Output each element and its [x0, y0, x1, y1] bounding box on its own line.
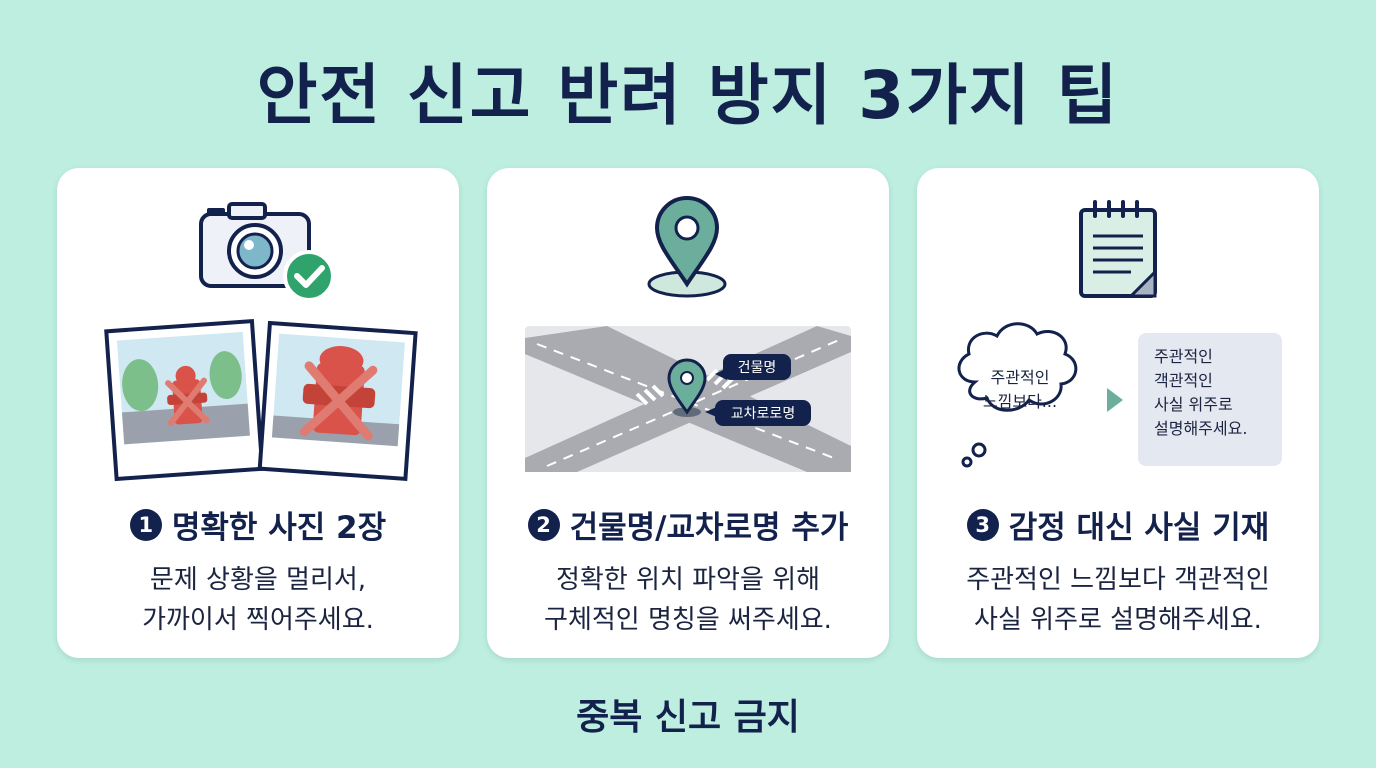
thought-bubble	[957, 322, 1078, 468]
location-pin-icon	[647, 196, 727, 298]
tip-1-title-text: 명확한 사진 2장	[171, 510, 387, 546]
tip-2-title-text: 건물명/교차로명 추가	[569, 510, 849, 546]
number-badge-3: 3	[966, 508, 999, 541]
number-badge-1: 1	[129, 508, 162, 541]
tip-2-desc-line-1: 정확한 위치 파악을 위해	[556, 565, 820, 595]
tip-2-desc-line-2: 구체적인 명칭을 써주세요.	[544, 605, 832, 635]
fact-line-1: 주관적인	[1154, 347, 1213, 366]
footer-note: 중복 신고 금지	[576, 697, 800, 738]
thought-bubble-text: 주관적인 느낌보다...	[960, 366, 1080, 414]
thought-line-2: 느낌보다...	[982, 392, 1058, 411]
page-title: 안전 신고 반려 방지 3가지 팁	[256, 57, 1120, 134]
tip-card-2: 건물명 교차로로명 2 건물명/교차로명 추가 정확한 위치 파악을 위해 구체…	[487, 168, 889, 658]
check-icon	[283, 250, 335, 302]
location-illustration: 건물명 교차로로명	[525, 196, 851, 472]
tip-2-title: 2 건물명/교차로명 추가	[487, 502, 889, 547]
tip-1-desc-line-2: 가까이서 찍어주세요.	[142, 605, 374, 635]
photo-illustration	[104, 202, 418, 482]
map-label-intersection: 교차로로명	[731, 406, 795, 422]
arrow-right-icon	[1107, 388, 1123, 412]
fact-illustration	[957, 200, 1157, 468]
fact-box: 주관적인 객관적인 사실 위주로 설명해주세요.	[1138, 333, 1282, 466]
number-badge-2: 2	[527, 508, 560, 541]
intersection-map: 건물명 교차로로명	[525, 326, 851, 472]
tip-2-description: 정확한 위치 파악을 위해 구체적인 명칭을 써주세요.	[487, 560, 889, 640]
tip-3-desc-line-1: 주관적인 느낌보다 객관적인	[966, 565, 1270, 595]
tip-3-description: 주관적인 느낌보다 객관적인 사실 위주로 설명해주세요.	[917, 560, 1319, 640]
tip-3-desc-line-2: 사실 위주로 설명해주세요.	[974, 605, 1262, 635]
fact-line-3: 사실 위주로	[1154, 395, 1233, 414]
thought-line-1: 주관적인	[990, 368, 1050, 387]
tip-1-title: 1 명확한 사진 2장	[57, 502, 459, 547]
fact-line-2: 객관적인	[1154, 371, 1213, 390]
tip-1-desc-line-1: 문제 상황을 멀리서,	[149, 565, 367, 595]
camera-icon	[199, 202, 311, 288]
fire-hydrant-closeup-photo	[257, 320, 418, 481]
map-label-building: 건물명	[738, 360, 777, 376]
fire-hydrant-photo	[104, 319, 265, 482]
fact-line-4: 설명해주세요.	[1154, 419, 1248, 438]
tip-3-title: 3 감정 대신 사실 기재	[917, 502, 1319, 547]
tip-card-1: 1 명확한 사진 2장 문제 상황을 멀리서, 가까이서 찍어주세요.	[57, 168, 459, 658]
notepad-icon	[1079, 200, 1157, 298]
tip-3-title-text: 감정 대신 사실 기재	[1008, 510, 1270, 546]
tip-1-description: 문제 상황을 멀리서, 가까이서 찍어주세요.	[57, 560, 459, 640]
